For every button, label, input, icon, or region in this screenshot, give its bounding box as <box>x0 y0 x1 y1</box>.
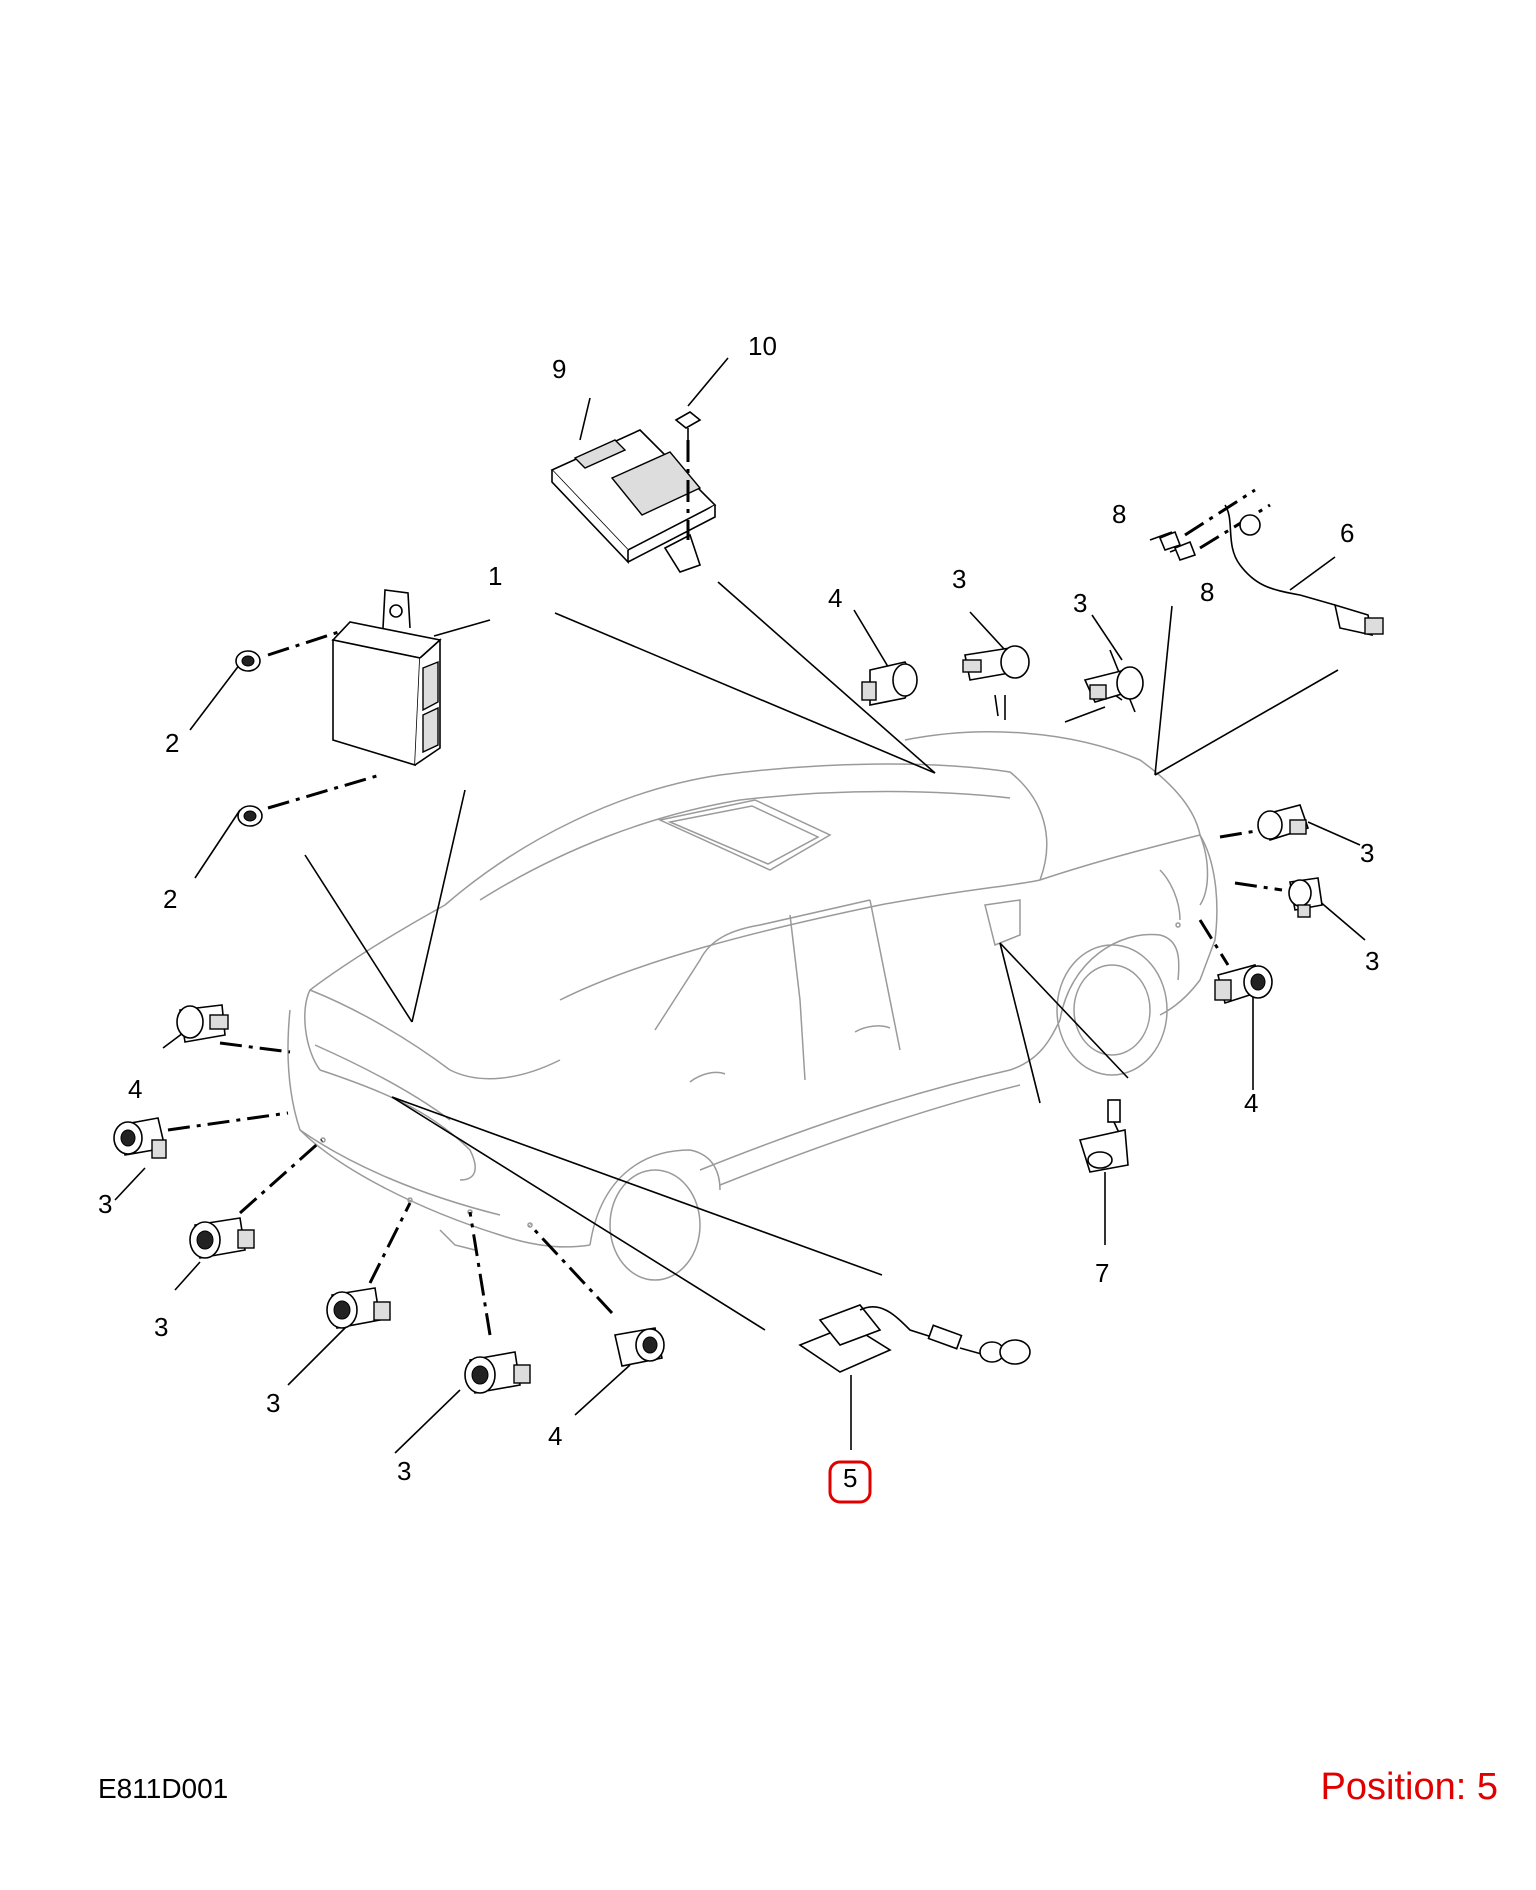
part-sensor-4-right <box>1214 964 1273 1005</box>
callout-5-highlight[interactable] <box>828 1460 872 1504</box>
callout-8: 8 <box>1112 499 1126 529</box>
part-side-camera-7 <box>1078 1099 1129 1173</box>
part-sensor-3-right-a <box>1257 804 1310 842</box>
part-nut-2b <box>237 805 263 827</box>
part-sensor-3-left-a <box>113 1117 167 1159</box>
callout-8: 8 <box>1200 577 1214 607</box>
callout-7: 7 <box>1095 1258 1109 1288</box>
part-bolt-10 <box>674 411 702 540</box>
part-sensor-3-left-c <box>326 1287 391 1329</box>
part-clip-8a <box>1149 530 1182 551</box>
callout-4: 4 <box>548 1421 562 1451</box>
part-sensor-4-left <box>176 1004 229 1043</box>
callout-3: 3 <box>1073 588 1087 618</box>
callout-10: 10 <box>748 331 777 361</box>
callout-5: 5 <box>843 1463 857 1493</box>
vehicle-outline <box>287 731 1218 1281</box>
callout-2: 2 <box>163 884 177 914</box>
part-control-unit-1 <box>331 589 442 767</box>
part-sensor-3-top-b <box>1083 666 1144 703</box>
callout-labels: 1 2 2 9 10 4 3 3 8 8 6 3 3 4 7 4 3 3 3 3… <box>98 331 1379 1493</box>
leader-lines <box>114 357 1366 1454</box>
callout-3: 3 <box>1365 946 1379 976</box>
callout-3: 3 <box>266 1388 280 1418</box>
callout-2: 2 <box>165 728 179 758</box>
part-sensor-3-right-b <box>1288 877 1323 918</box>
callout-4: 4 <box>828 583 842 613</box>
part-rear-camera-5 <box>798 1304 1031 1373</box>
callout-3: 3 <box>98 1189 112 1219</box>
diagram-code: E811D001 <box>98 1773 229 1804</box>
part-sensor-3-left-d <box>464 1351 531 1394</box>
part-harness-6 <box>1224 504 1384 637</box>
position-label: Position: 5 <box>1320 1766 1498 1808</box>
callout-3: 3 <box>1360 838 1374 868</box>
callout-1: 1 <box>488 561 502 591</box>
part-sensor-4-bottom <box>614 1327 665 1367</box>
callout-4: 4 <box>1244 1088 1258 1118</box>
callout-4: 4 <box>128 1074 142 1104</box>
part-sensor-3-left-b <box>189 1217 255 1259</box>
mounting-lines <box>167 488 1283 1336</box>
callout-6: 6 <box>1340 518 1354 548</box>
callout-3: 3 <box>397 1456 411 1486</box>
callout-3: 3 <box>952 564 966 594</box>
part-clip-8b <box>1169 540 1197 561</box>
part-control-module-9 <box>550 429 717 573</box>
part-nut-2a <box>235 650 261 672</box>
part-sensor-4-top <box>861 661 918 706</box>
callout-9: 9 <box>552 354 566 384</box>
callout-3: 3 <box>154 1312 168 1342</box>
part-sensor-3-top-a <box>962 645 1030 681</box>
